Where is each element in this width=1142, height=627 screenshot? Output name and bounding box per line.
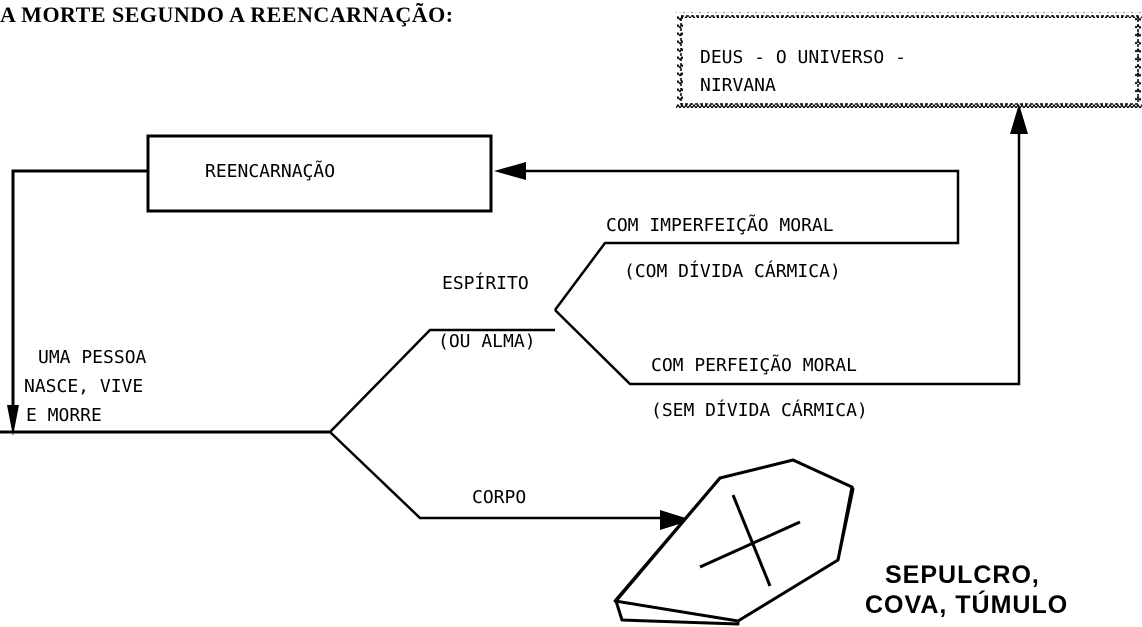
grave-line-1: SEPULCRO, [885,561,1040,589]
up-arrow-icon [1010,104,1028,134]
person-line-1: UMA PESSOA [38,347,147,368]
imperfect-branch [515,169,960,311]
perfect-branch [554,130,1021,386]
reincarnation-label: REENCARNAÇÃO [205,161,336,182]
reincarnation-box [146,134,493,213]
right-arrow-icon [660,510,692,530]
diagram-title: A MORTE SEGUNDO A REENCARNAÇÃO: [0,2,454,27]
spirit-sub: (OU ALMA) [438,331,536,352]
coffin-icon [613,458,855,626]
imperfect-label: COM IMPERFEIÇÃO MORAL [606,215,834,236]
nirvana-line-2: NIRVANA [700,75,776,96]
spirit-label: ESPÍRITO [442,273,529,294]
reincarnation-return-line [11,169,148,415]
down-arrow-icon [7,405,19,436]
nirvana-line-1: DEUS - O UNIVERSO - [700,47,906,68]
person-line-3: E MORRE [26,405,102,426]
spirit-branch [329,328,555,433]
perfect-sub: (SEM DÍVIDA CÁRMICA) [651,400,868,421]
nirvana-box [676,12,1142,108]
body-branch [329,431,665,520]
left-arrow-icon [494,162,526,180]
imperfect-sub: (COM DÍVIDA CÁRMICA) [624,261,841,282]
perfect-label: COM PERFEIÇÃO MORAL [651,355,857,376]
grave-line-2: COVA, TÚMULO [865,591,1069,619]
body-label: CORPO [472,487,527,508]
person-line-2: NASCE, VIVE [24,376,144,397]
